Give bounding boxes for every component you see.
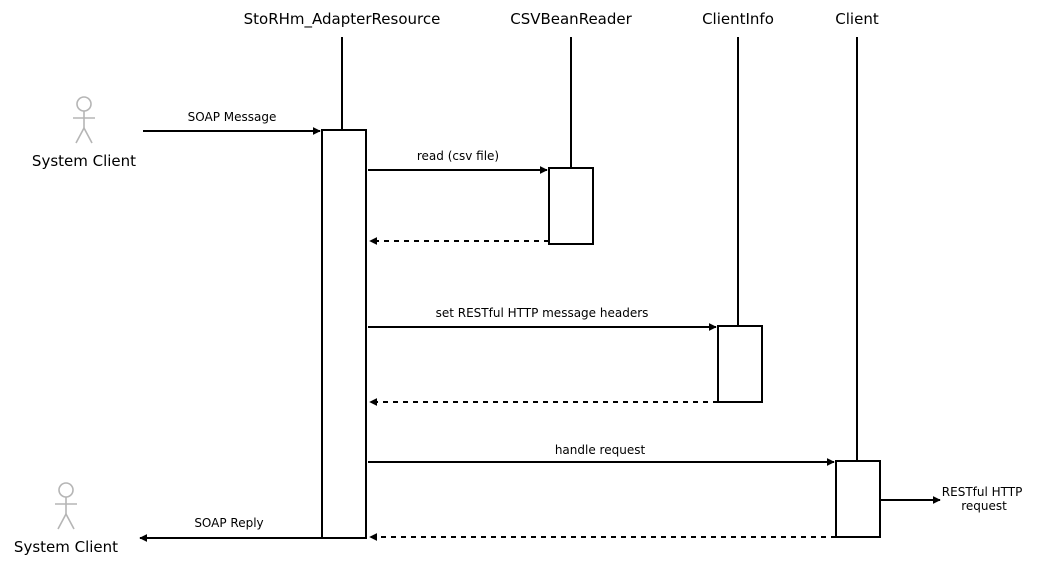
activation-client [835,460,881,538]
message-label-restful-line2: request [961,499,1007,513]
message-label-read-csv: read (csv file) [417,149,499,163]
actor-label-top: System Client [32,152,136,170]
lifeline-title-clientinfo: ClientInfo [702,10,774,28]
message-label-soap-reply: SOAP Reply [194,516,263,530]
lifeline-title-adapter: StoRHm_AdapterResource [244,10,441,29]
activation-csvbeanreader [548,167,594,245]
message-label-restful-line1: RESTful HTTP [942,485,1023,499]
message-label-restful-http-request: RESTful HTTP request [942,485,1026,513]
actor-label-bottom: System Client [14,538,118,556]
stick-figure-icon [55,482,77,530]
message-label-set-headers: set RESTful HTTP message headers [436,306,649,320]
message-label-soap-message: SOAP Message [188,110,277,124]
message-label-handle-request: handle request [555,443,646,457]
activation-clientinfo [717,325,763,403]
activation-adapter [321,129,367,539]
stick-figure-icon [73,96,95,144]
lifeline-title-csvbeanreader: CSVBeanReader [510,10,632,28]
lifeline-title-client: Client [835,10,879,28]
